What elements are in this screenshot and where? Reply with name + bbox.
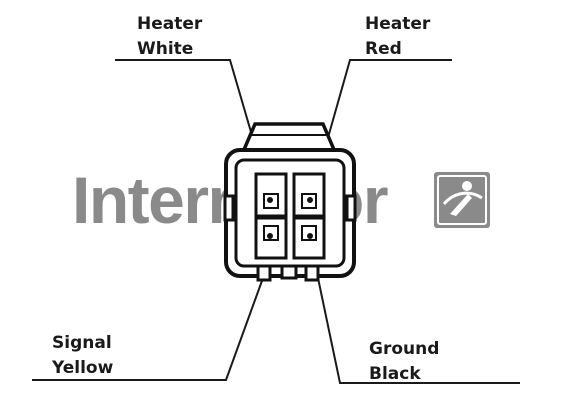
label-heater-red-line1: Heater (365, 14, 431, 34)
label-heater-red: Heater Red (365, 12, 430, 62)
connector-housing-inner (234, 158, 346, 268)
connector-latch (240, 122, 338, 154)
label-heater-white: Heater White (137, 12, 202, 62)
leader-signal-yellow (32, 277, 264, 381)
leader-lines (32, 59, 520, 384)
label-signal-yellow-line2: Yellow (52, 358, 114, 378)
connector-bottom-pin-mid (280, 264, 298, 280)
label-signal-yellow: Signal Yellow (52, 331, 113, 381)
connector-bottom-pin-right (304, 264, 320, 282)
label-heater-white-line1: Heater (137, 14, 203, 34)
label-ground-black-line1: Ground (369, 339, 440, 359)
connector-body (223, 122, 357, 282)
connector-bottom-pin-left (256, 264, 272, 282)
label-ground-black-line2: Black (369, 364, 421, 384)
label-signal-yellow-line1: Signal (52, 333, 112, 353)
label-heater-red-line2: Red (365, 39, 402, 59)
label-heater-white-line2: White (137, 39, 194, 59)
label-ground-black: Ground Black (369, 337, 439, 387)
terminal-ground-black (292, 216, 326, 260)
leader-ground-black (317, 277, 520, 384)
watermark-logo-icon (434, 172, 490, 228)
